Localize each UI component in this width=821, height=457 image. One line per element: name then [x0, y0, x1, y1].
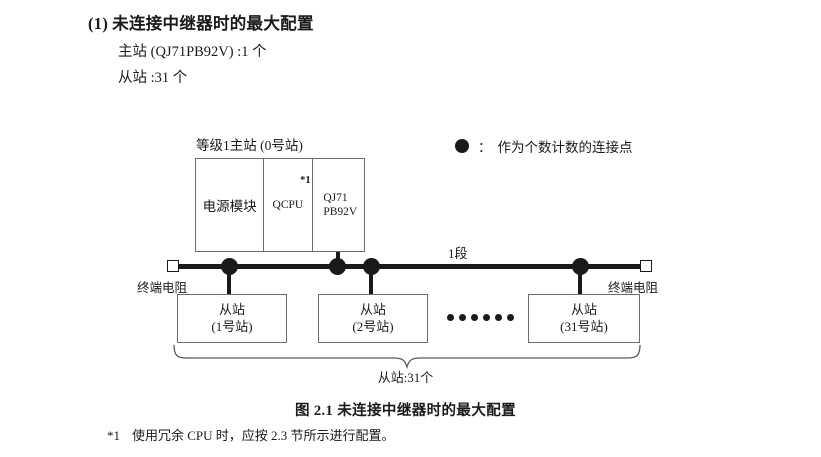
power-module-label: 电源模块 [202, 199, 257, 214]
master-station-box: 电源模块 QCPU *1 QJ71 PB92V [195, 158, 365, 252]
ellipsis-dots [447, 314, 514, 321]
power-module-cell: 电源模块 [196, 159, 265, 251]
slave-station-box-1: 从站 (1号站) [177, 294, 287, 343]
ellipsis-dot [459, 314, 466, 321]
terminating-resistor-right-icon [640, 260, 652, 272]
section-title: 未连接中继器时的最大配置 [112, 14, 314, 33]
slave-name: 从站 [218, 301, 245, 317]
qj71pb92v-cell: QJ71 PB92V [313, 159, 364, 251]
legend-label: 作为个数计数的连接点 [497, 140, 633, 155]
footnote: *1 使用冗余 CPU 时，应按 2.3 节所示进行配置。 [107, 425, 395, 444]
footnote-text: 使用冗余 CPU 时，应按 2.3 节所示进行配置。 [132, 428, 395, 443]
master-station-title: 等级1主站 (0号站) [196, 138, 303, 153]
terminating-resistor-left-icon [167, 260, 179, 272]
slave-count-line: 从站 :31 个 [118, 70, 188, 86]
qcpu-label: QCPU [272, 199, 304, 211]
slave-station-box-2: 从站 (2号站) [318, 294, 428, 343]
qj71-label: QJ71 PB92V [323, 191, 357, 220]
segment-label: 1段 [448, 246, 468, 261]
section-number: (1) [88, 14, 109, 33]
ellipsis-dot [483, 314, 490, 321]
slave-total-label: 从站:31个 [377, 370, 434, 385]
slave-drop-line-31 [578, 266, 582, 294]
slave-drop-line-1 [227, 266, 231, 294]
terminating-resistor-left-label: 终端电阻 [137, 281, 188, 295]
ellipsis-dot [447, 314, 454, 321]
qj71-label-line2: PB92V [323, 206, 358, 218]
terminating-resistor-right-label: 终端电阻 [608, 281, 659, 295]
filled-circle-icon [455, 139, 469, 153]
slave-station-number: (31号站) [560, 318, 608, 334]
master-count-line: 主站 (QJ71PB92V) :1 个 [118, 44, 267, 60]
slave-name: 从站 [359, 301, 386, 317]
legend-colon: ： [478, 140, 492, 155]
legend: ： 作为个数计数的连接点 [455, 136, 633, 156]
slave-group-brace [173, 345, 641, 369]
figure-caption: 图 2.1 未连接中继器时的最大配置 [294, 403, 517, 419]
slave-drop-line-2 [369, 266, 373, 294]
slave-name: 从站 [570, 301, 597, 317]
section-heading: (1)未连接中继器时的最大配置 [88, 10, 314, 34]
slave-station-number: (2号站) [352, 318, 394, 334]
ellipsis-dot [495, 314, 502, 321]
slave-station-box-31: 从站 (31号站) [528, 294, 640, 343]
qj71-label-line1: QJ71 [323, 191, 348, 204]
ellipsis-dot [507, 314, 514, 321]
qcpu-cell: QCPU *1 [264, 159, 313, 251]
footnote-mark: *1 [107, 428, 120, 443]
footnote-marker: *1 [300, 175, 311, 186]
connection-node-dot [329, 258, 346, 275]
trunk-bus-line [174, 264, 646, 269]
slave-station-number: (1号站) [211, 318, 253, 334]
ellipsis-dot [471, 314, 478, 321]
